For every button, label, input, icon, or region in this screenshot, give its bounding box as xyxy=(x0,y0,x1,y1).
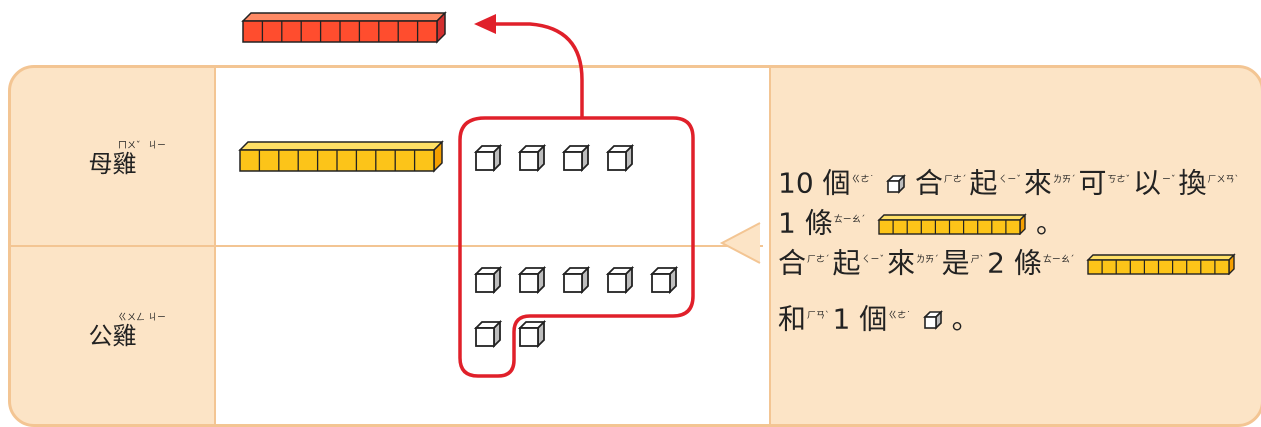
unit-cube xyxy=(517,265,547,295)
exchange-arrow xyxy=(490,22,584,118)
rooster-zhuyin-2: ㄐㄧ xyxy=(148,313,167,323)
unit-cube xyxy=(605,265,635,295)
unit-cube xyxy=(517,143,547,173)
hen-zhuyin-1: ㄇㄨˇ xyxy=(118,141,141,151)
callout-pointer xyxy=(722,223,760,263)
unit-cube-icon xyxy=(922,310,943,331)
unit-cube xyxy=(561,143,591,173)
row-divider xyxy=(11,245,763,247)
rooster-label-text: 公雞 xyxy=(88,322,137,350)
unit-cube xyxy=(473,265,503,295)
ten-rod-icon xyxy=(1086,253,1236,276)
ten-rod-icon xyxy=(877,213,1027,236)
callout-line-2: 1 條ㄊㄧㄠˊ 。 xyxy=(778,206,1065,240)
callout-pointer-edge xyxy=(719,222,761,264)
unit-cube xyxy=(517,319,547,349)
unit-cube xyxy=(649,265,679,295)
hen-label-text: 母雞 xyxy=(88,150,137,178)
hen-zhuyin-2: ㄐㄧ xyxy=(148,141,167,151)
unit-cube xyxy=(561,265,591,295)
unit-cube xyxy=(605,143,635,173)
rooster-row-label: 公雞 xyxy=(11,316,214,351)
tally-panel: 母雞 公雞 xyxy=(8,65,1261,427)
hen-row-label: 母雞 xyxy=(11,144,214,179)
unit-cubes xyxy=(473,143,679,349)
hen-ten-rod xyxy=(238,140,444,173)
red-rod-top xyxy=(241,12,447,22)
grouping-loop xyxy=(458,116,695,378)
unit-cube xyxy=(473,143,503,173)
rooster-zhuyin-1: ㄍㄨㄥ xyxy=(118,313,146,323)
unit-cube-icon xyxy=(886,174,906,195)
exchange-arrowhead xyxy=(474,14,496,34)
unit-cube xyxy=(473,319,503,349)
exchanged-ten-rod xyxy=(241,11,447,44)
yellow-rod-top xyxy=(238,141,444,151)
